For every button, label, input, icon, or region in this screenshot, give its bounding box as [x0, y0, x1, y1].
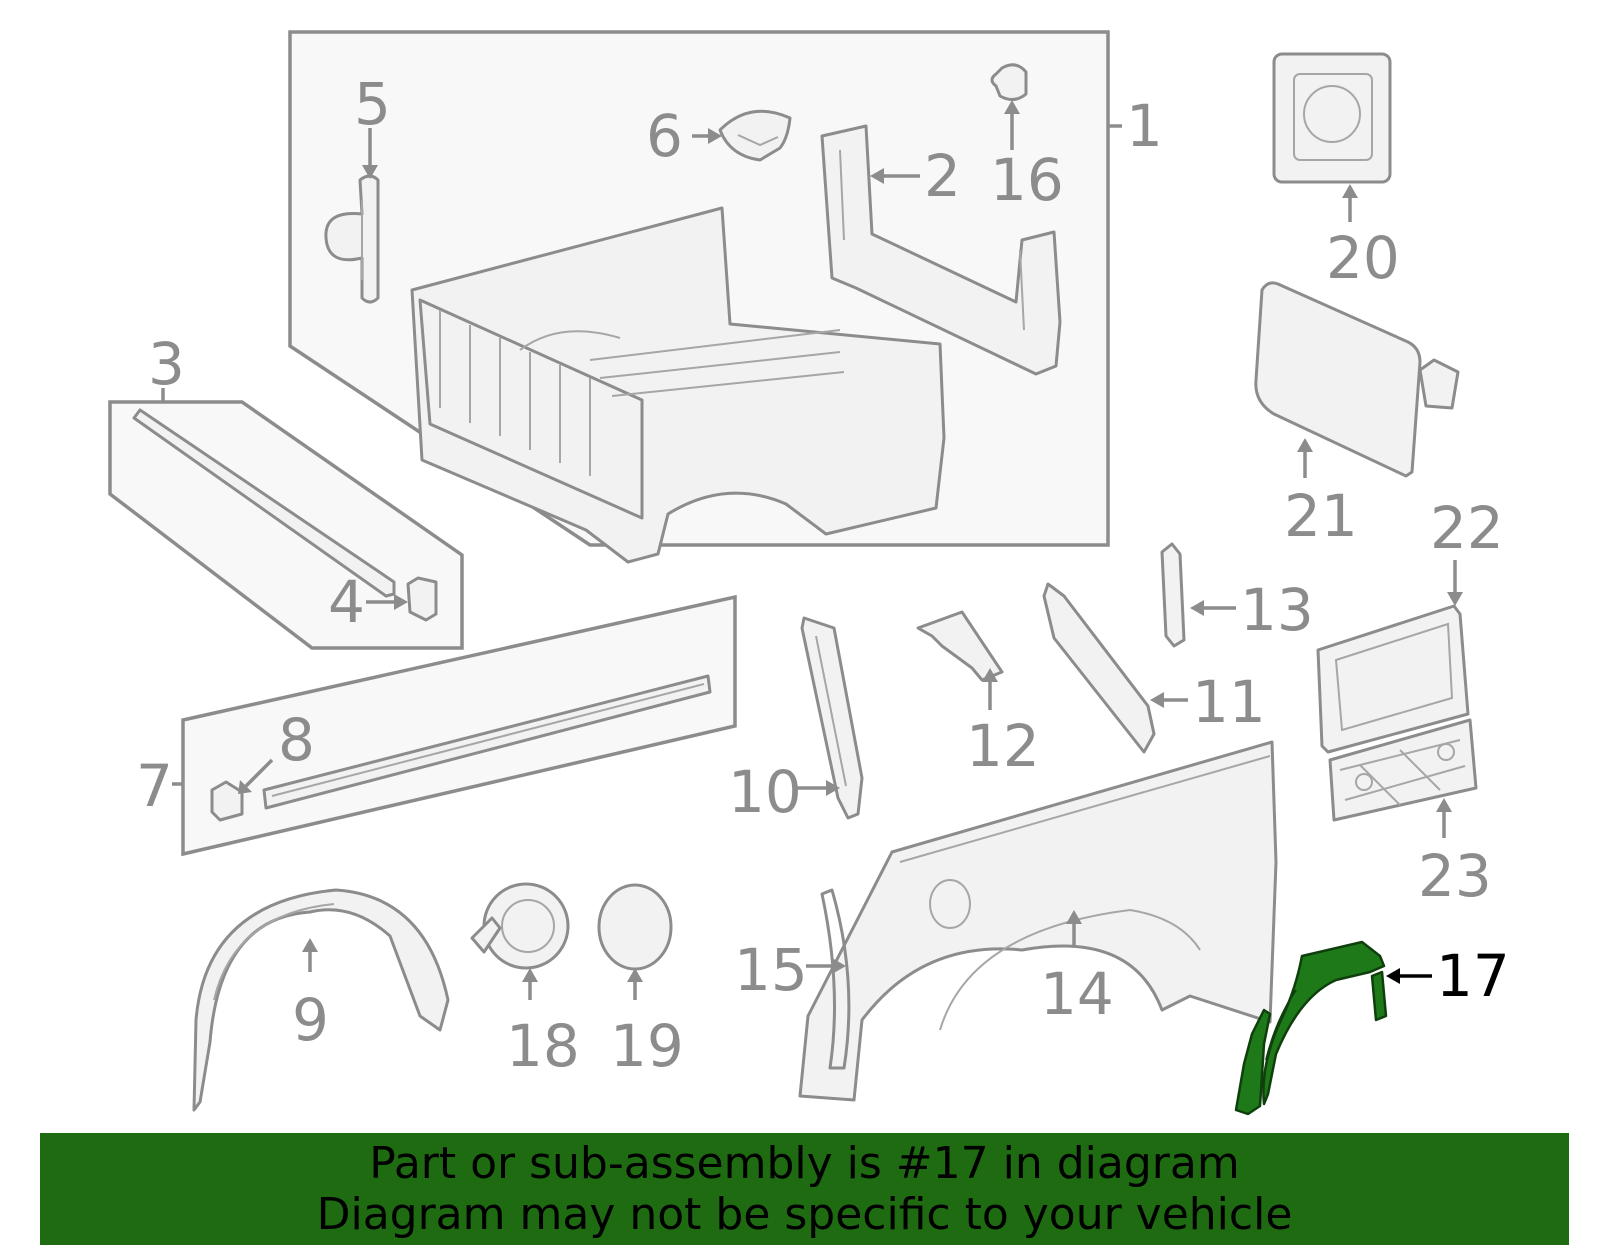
callout-11[interactable]: 11 [1192, 668, 1266, 736]
banner-line-1: Part or sub-assembly is #17 in diagram [369, 1138, 1240, 1189]
callout-1[interactable]: 1 [1126, 92, 1163, 160]
parts-diagram: 1 2 3 4 5 6 7 8 9 10 11 12 13 14 15 16 1… [108, 30, 1510, 1116]
callout-4[interactable]: 4 [328, 568, 365, 636]
callout-23[interactable]: 23 [1418, 842, 1492, 910]
callout-10[interactable]: 10 [728, 758, 802, 826]
part-16-plug[interactable] [990, 63, 1028, 101]
banner-line-2: Diagram may not be specific to your vehi… [316, 1189, 1293, 1240]
callout-2[interactable]: 2 [924, 142, 961, 210]
part-10-pillar[interactable] [800, 616, 864, 820]
part-18-fuel-housing[interactable] [470, 882, 570, 970]
part-7-rail[interactable] [262, 674, 712, 810]
callout-5[interactable]: 5 [354, 70, 391, 138]
callout-21[interactable]: 21 [1284, 482, 1358, 550]
part-14-side-panel[interactable] [798, 740, 1278, 1102]
callout-19[interactable]: 19 [610, 1012, 684, 1080]
callout-8[interactable]: 8 [278, 706, 315, 774]
part-17-splash-shield-highlighted[interactable] [1234, 940, 1388, 1116]
callout-18[interactable]: 18 [506, 1012, 580, 1080]
part-23-panel[interactable] [1328, 718, 1478, 822]
part-19-fuel-door[interactable] [597, 883, 673, 971]
callout-22[interactable]: 22 [1430, 494, 1504, 562]
callout-20[interactable]: 20 [1326, 224, 1400, 292]
part-2-frame[interactable] [820, 124, 1062, 376]
callout-17[interactable]: 17 [1436, 942, 1510, 1010]
part-21-cover[interactable] [1254, 281, 1460, 478]
callout-16[interactable]: 16 [990, 146, 1064, 214]
part-11-pillar[interactable] [1042, 582, 1156, 754]
part-3-rail[interactable] [132, 408, 396, 598]
callout-7[interactable]: 7 [136, 752, 173, 820]
part-20-plate[interactable] [1272, 52, 1392, 184]
part-8-clip[interactable] [210, 780, 244, 822]
part-15-strip[interactable] [820, 888, 851, 1070]
leader-lines [238, 100, 1463, 1000]
part-12-bracket[interactable] [916, 610, 1004, 682]
callout-13[interactable]: 13 [1240, 576, 1314, 644]
part-4-clip[interactable] [406, 576, 438, 622]
callout-12[interactable]: 12 [966, 712, 1040, 780]
part-9-wheelhouse[interactable] [192, 888, 450, 1112]
truck-bed[interactable] [410, 206, 946, 564]
callout-9[interactable]: 9 [292, 986, 329, 1054]
callout-14[interactable]: 14 [1040, 960, 1114, 1028]
callout-15[interactable]: 15 [734, 936, 808, 1004]
part-5-bracket[interactable] [324, 174, 380, 304]
callout-6[interactable]: 6 [646, 102, 683, 170]
callout-labels: 1 2 3 4 5 6 7 8 9 10 11 12 13 14 15 16 1… [136, 70, 1510, 1080]
part-6-cap[interactable] [718, 109, 792, 162]
info-banner: Part or sub-assembly is #17 in diagram D… [40, 1133, 1569, 1245]
part-13-bracket[interactable] [1160, 542, 1186, 648]
part-22-frame[interactable] [1316, 604, 1470, 754]
callout-3[interactable]: 3 [148, 330, 185, 398]
